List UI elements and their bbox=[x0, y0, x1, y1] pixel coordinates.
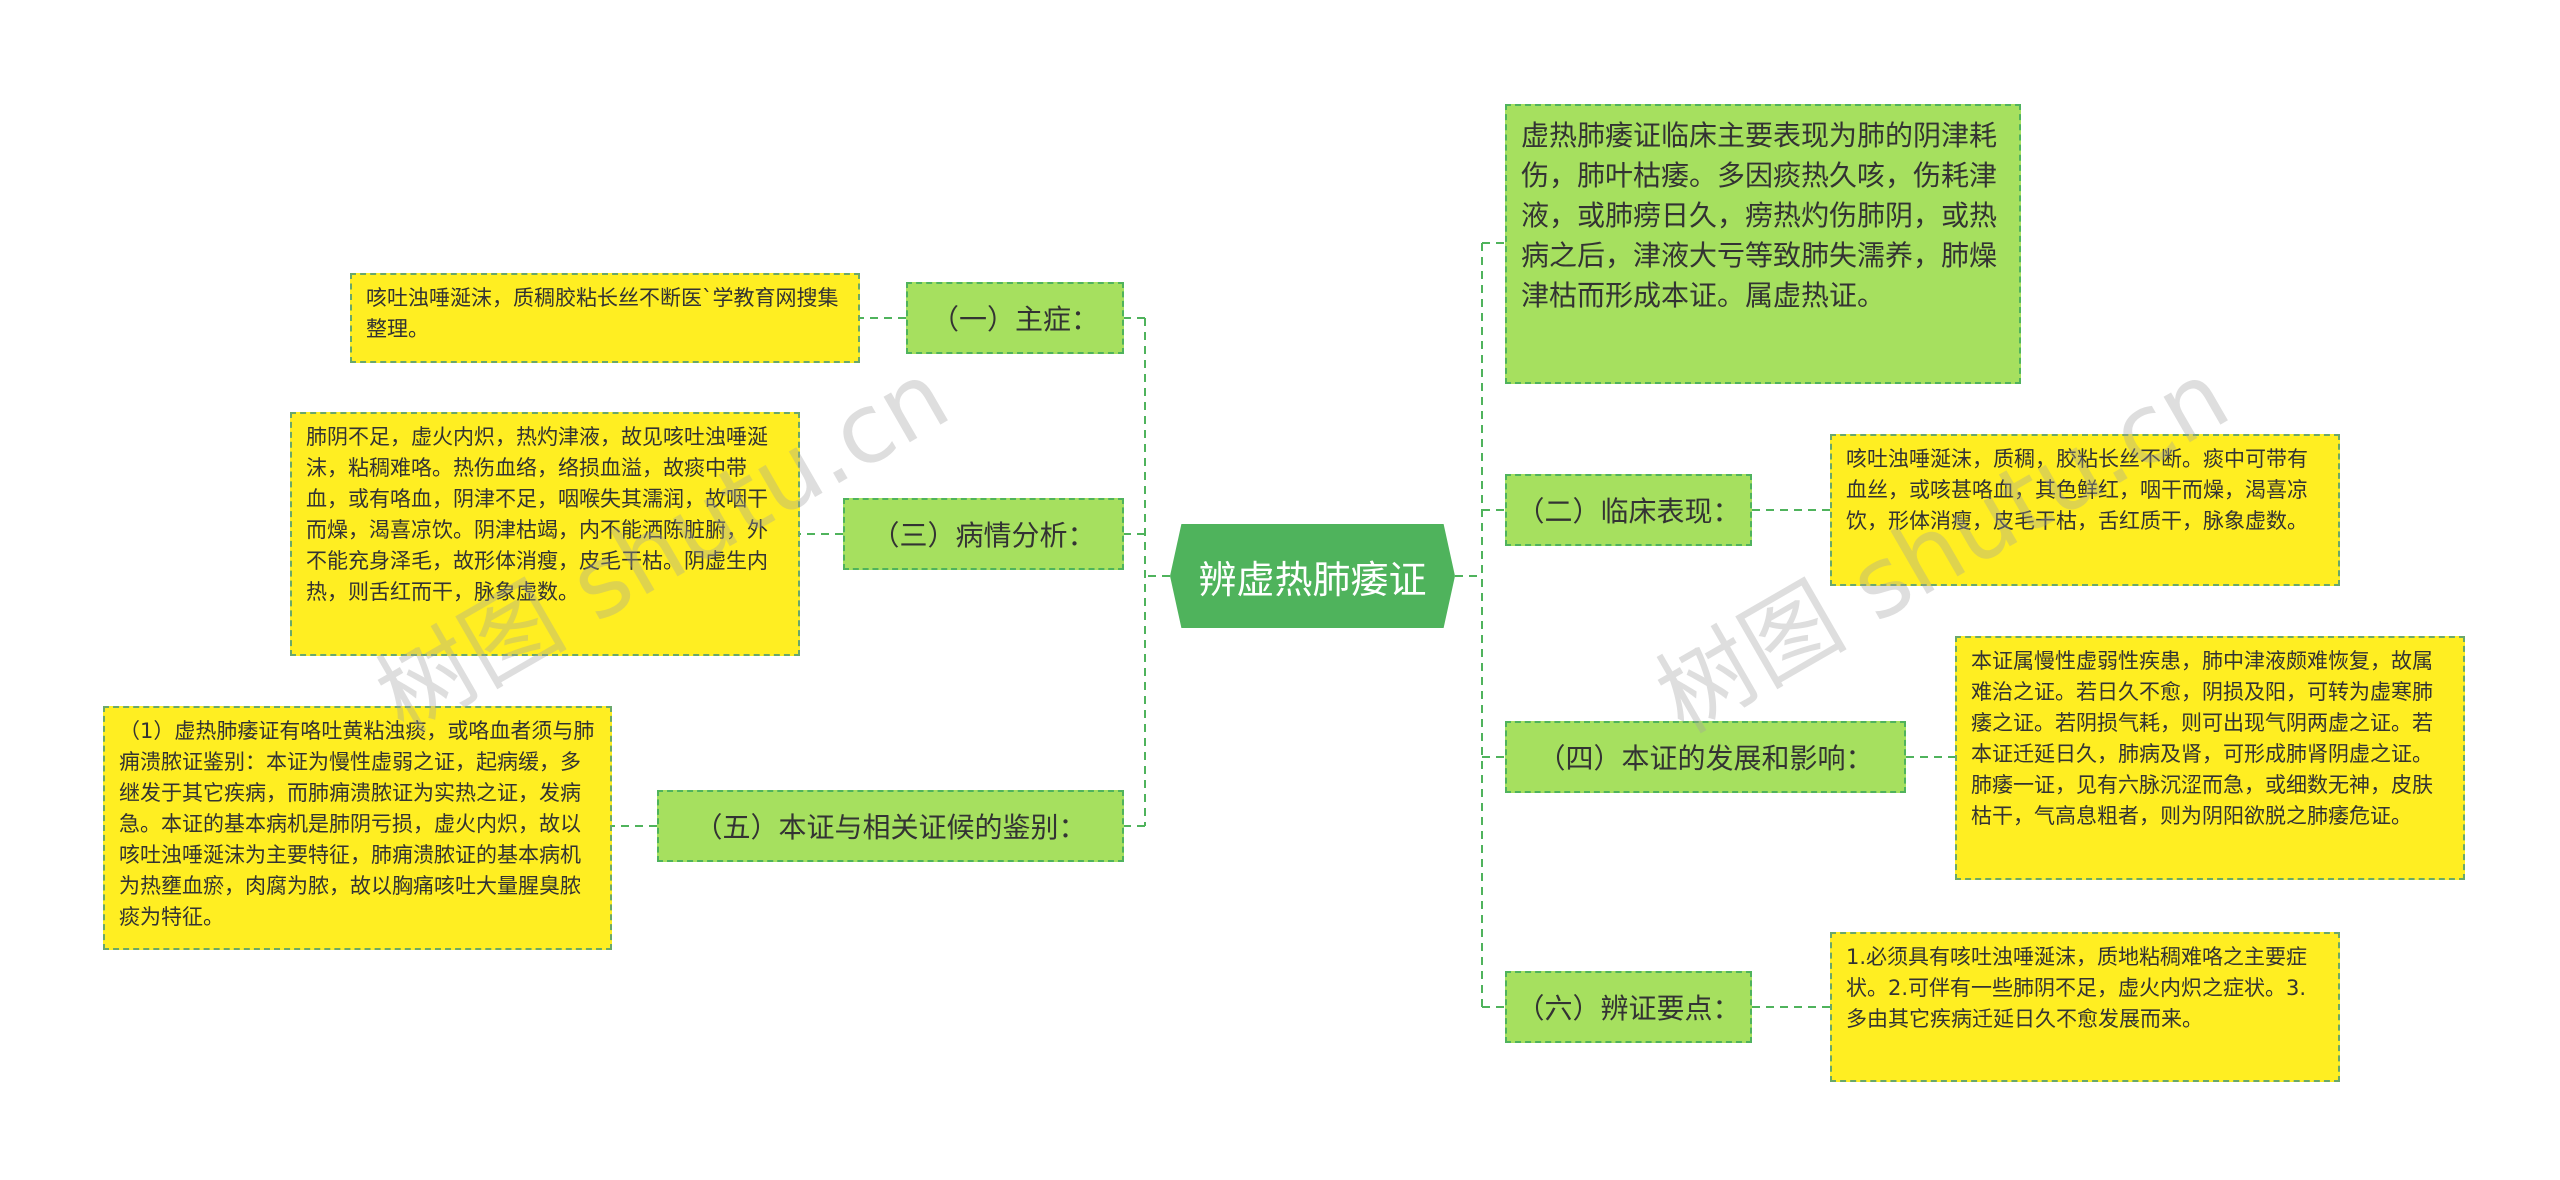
intro-description-text: 虚热肺痿证临床主要表现为肺的阴津耗伤，肺叶枯痿。多因痰热久咳，伤耗津液，或肺痨日… bbox=[1521, 119, 1998, 312]
leaf-main-symptom[interactable]: 咳吐浊唾涎沫，质稠胶粘长丝不断医`学教育网搜集整理。 bbox=[350, 273, 860, 363]
branch-condition-analysis-label: （三）病情分析： bbox=[871, 519, 1096, 552]
leaf-key-points[interactable]: 1.必须具有咳吐浊唾涎沫，质地粘稠难咯之主要症状。2.可伴有一些肺阴不足，虚火内… bbox=[1830, 932, 2340, 1082]
root-topic[interactable]: 辨虚热肺痿证 bbox=[1170, 524, 1455, 628]
branch-key-points[interactable]: （六）辨证要点： bbox=[1505, 971, 1752, 1043]
root-title: 辨虚热肺痿证 bbox=[1198, 557, 1427, 602]
leaf-main-symptom-text: 咳吐浊唾涎沫，质稠胶粘长丝不断医`学教育网搜集整理。 bbox=[366, 286, 839, 341]
leaf-clinical-manifestation-text: 咳吐浊唾涎沫，质稠，胶粘长丝不断。痰中可带有血丝，或咳甚咯血，其色鲜红，咽干而燥… bbox=[1846, 447, 2308, 533]
leaf-development[interactable]: 本证属慢性虚弱性疾患，肺中津液颇难恢复，故属难治之证。若日久不愈，阴损及阳，可转… bbox=[1955, 636, 2465, 880]
leaf-development-text: 本证属慢性虚弱性疾患，肺中津液颇难恢复，故属难治之证。若日久不愈，阴损及阳，可转… bbox=[1971, 649, 2433, 828]
leaf-condition-analysis[interactable]: 肺阴不足，虚火内炽，热灼津液，故见咳吐浊唾涎沫，粘稠难咯。热伤血络，络损血溢，故… bbox=[290, 412, 800, 656]
branch-differentiation-label: （五）本证与相关证候的鉴别： bbox=[694, 811, 1087, 844]
leaf-differentiation-text: （1）虚热肺痿证有咯吐黄粘浊痰，或咯血者须与肺痈溃脓证鉴别：本证为慢性虚弱之证，… bbox=[119, 719, 595, 929]
leaf-condition-analysis-text: 肺阴不足，虚火内炽，热灼津液，故见咳吐浊唾涎沫，粘稠难咯。热伤血络，络损血溢，故… bbox=[306, 425, 768, 604]
intro-description[interactable]: 虚热肺痿证临床主要表现为肺的阴津耗伤，肺叶枯痿。多因痰热久咳，伤耗津液，或肺痨日… bbox=[1505, 104, 2021, 384]
leaf-key-points-text: 1.必须具有咳吐浊唾涎沫，质地粘稠难咯之主要症状。2.可伴有一些肺阴不足，虚火内… bbox=[1846, 945, 2308, 1031]
branch-development-label: （四）本证的发展和影响： bbox=[1537, 742, 1874, 775]
branch-condition-analysis[interactable]: （三）病情分析： bbox=[843, 498, 1124, 570]
branch-clinical-manifestation[interactable]: （二）临床表现： bbox=[1505, 474, 1752, 546]
leaf-clinical-manifestation[interactable]: 咳吐浊唾涎沫，质稠，胶粘长丝不断。痰中可带有血丝，或咳甚咯血，其色鲜红，咽干而燥… bbox=[1830, 434, 2340, 586]
branch-clinical-manifestation-label: （二）临床表现： bbox=[1516, 495, 1741, 528]
leaf-differentiation[interactable]: （1）虚热肺痿证有咯吐黄粘浊痰，或咯血者须与肺痈溃脓证鉴别：本证为慢性虚弱之证，… bbox=[103, 706, 612, 950]
branch-main-symptom[interactable]: （一）主症： bbox=[906, 282, 1124, 354]
branch-development[interactable]: （四）本证的发展和影响： bbox=[1505, 721, 1906, 793]
branch-main-symptom-label: （一）主症： bbox=[930, 303, 1099, 336]
branch-key-points-label: （六）辨证要点： bbox=[1516, 992, 1741, 1025]
branch-differentiation[interactable]: （五）本证与相关证候的鉴别： bbox=[657, 790, 1124, 862]
